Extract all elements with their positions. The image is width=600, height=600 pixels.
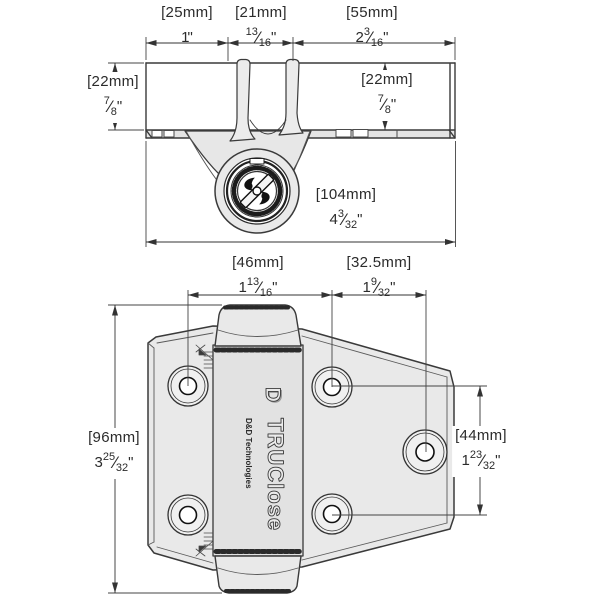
dim-label-21mm: [21mm] 13⁄16" bbox=[235, 3, 287, 54]
dim-96-mm: [96mm] bbox=[88, 429, 140, 446]
top-view-dimensions bbox=[108, 37, 456, 247]
adjuster-tab bbox=[249, 158, 265, 165]
dim-96-inch: 325⁄32" bbox=[94, 451, 134, 474]
dim-325-inch: 19⁄32" bbox=[362, 276, 396, 299]
dim-25-inch: 1" bbox=[181, 29, 193, 46]
pivot-details bbox=[195, 344, 214, 557]
dim-label-25mm: [25mm] 1" bbox=[161, 3, 213, 54]
dim-25-mm: [25mm] bbox=[161, 4, 213, 21]
serration-bands bbox=[213, 305, 303, 593]
dim-104-mm: [104mm] bbox=[315, 186, 377, 203]
brand-logo-shadow: D bbox=[263, 389, 286, 404]
dim-21-mm: [21mm] bbox=[235, 4, 287, 21]
dim-label-55mm: [55mm] 23⁄16" bbox=[346, 3, 398, 54]
branding: D D TRUClose D&D Technologies bbox=[244, 387, 288, 532]
dim-label-22mm-right: [22mm] 7⁄8" bbox=[358, 70, 416, 121]
dim-22L-inch: 7⁄8" bbox=[103, 95, 123, 118]
brand-name: TRUClose bbox=[263, 418, 288, 531]
dim-55-mm: [55mm] bbox=[346, 4, 398, 21]
dim-label-44mm: [44mm] 123⁄32" bbox=[452, 426, 510, 477]
adjuster-spinner bbox=[239, 173, 275, 209]
dim-label-46mm: [46mm] 113⁄16" bbox=[232, 253, 284, 304]
dim-46-mm: [46mm] bbox=[232, 254, 284, 271]
dim-44-inch: 123⁄32" bbox=[461, 449, 501, 472]
dim-21-inch: 13⁄16" bbox=[245, 26, 277, 49]
top-screw-slots bbox=[151, 129, 398, 139]
dim-label-32-5mm: [32.5mm] 19⁄32" bbox=[347, 253, 412, 304]
dim-label-22mm-left: [22mm] 7⁄8" bbox=[84, 72, 142, 123]
dim-label-104mm: [104mm] 43⁄32" bbox=[316, 185, 376, 236]
top-leaf-prongs bbox=[229, 58, 304, 142]
brand-company: D&D Technologies bbox=[244, 418, 253, 489]
dim-22R-mm: [22mm] bbox=[361, 71, 413, 88]
dim-55-inch: 23⁄16" bbox=[355, 26, 389, 49]
front-top-cap bbox=[214, 304, 302, 347]
front-centre-plate bbox=[212, 344, 304, 557]
dim-22L-mm: [22mm] bbox=[87, 73, 139, 90]
front-view-dimensions bbox=[108, 290, 487, 594]
hole-bottom-right bbox=[311, 493, 353, 535]
dim-label-96mm: [96mm] 325⁄32" bbox=[85, 428, 143, 479]
dim-325-mm: [32.5mm] bbox=[346, 254, 412, 271]
hole-far-right bbox=[402, 429, 448, 475]
dim-22R-inch: 7⁄8" bbox=[377, 93, 397, 116]
brand-logo: D bbox=[261, 387, 284, 402]
dim-46-inch: 113⁄16" bbox=[238, 276, 278, 299]
tension-adjuster-knob bbox=[214, 148, 300, 234]
dim-44-mm: [44mm] bbox=[455, 427, 507, 444]
adjuster-ring-text bbox=[231, 165, 283, 217]
hinge-front-view: D D TRUClose D&D Technologies bbox=[147, 304, 455, 594]
dim-104-inch: 43⁄32" bbox=[329, 208, 363, 231]
hole-bottom-left bbox=[167, 494, 209, 536]
